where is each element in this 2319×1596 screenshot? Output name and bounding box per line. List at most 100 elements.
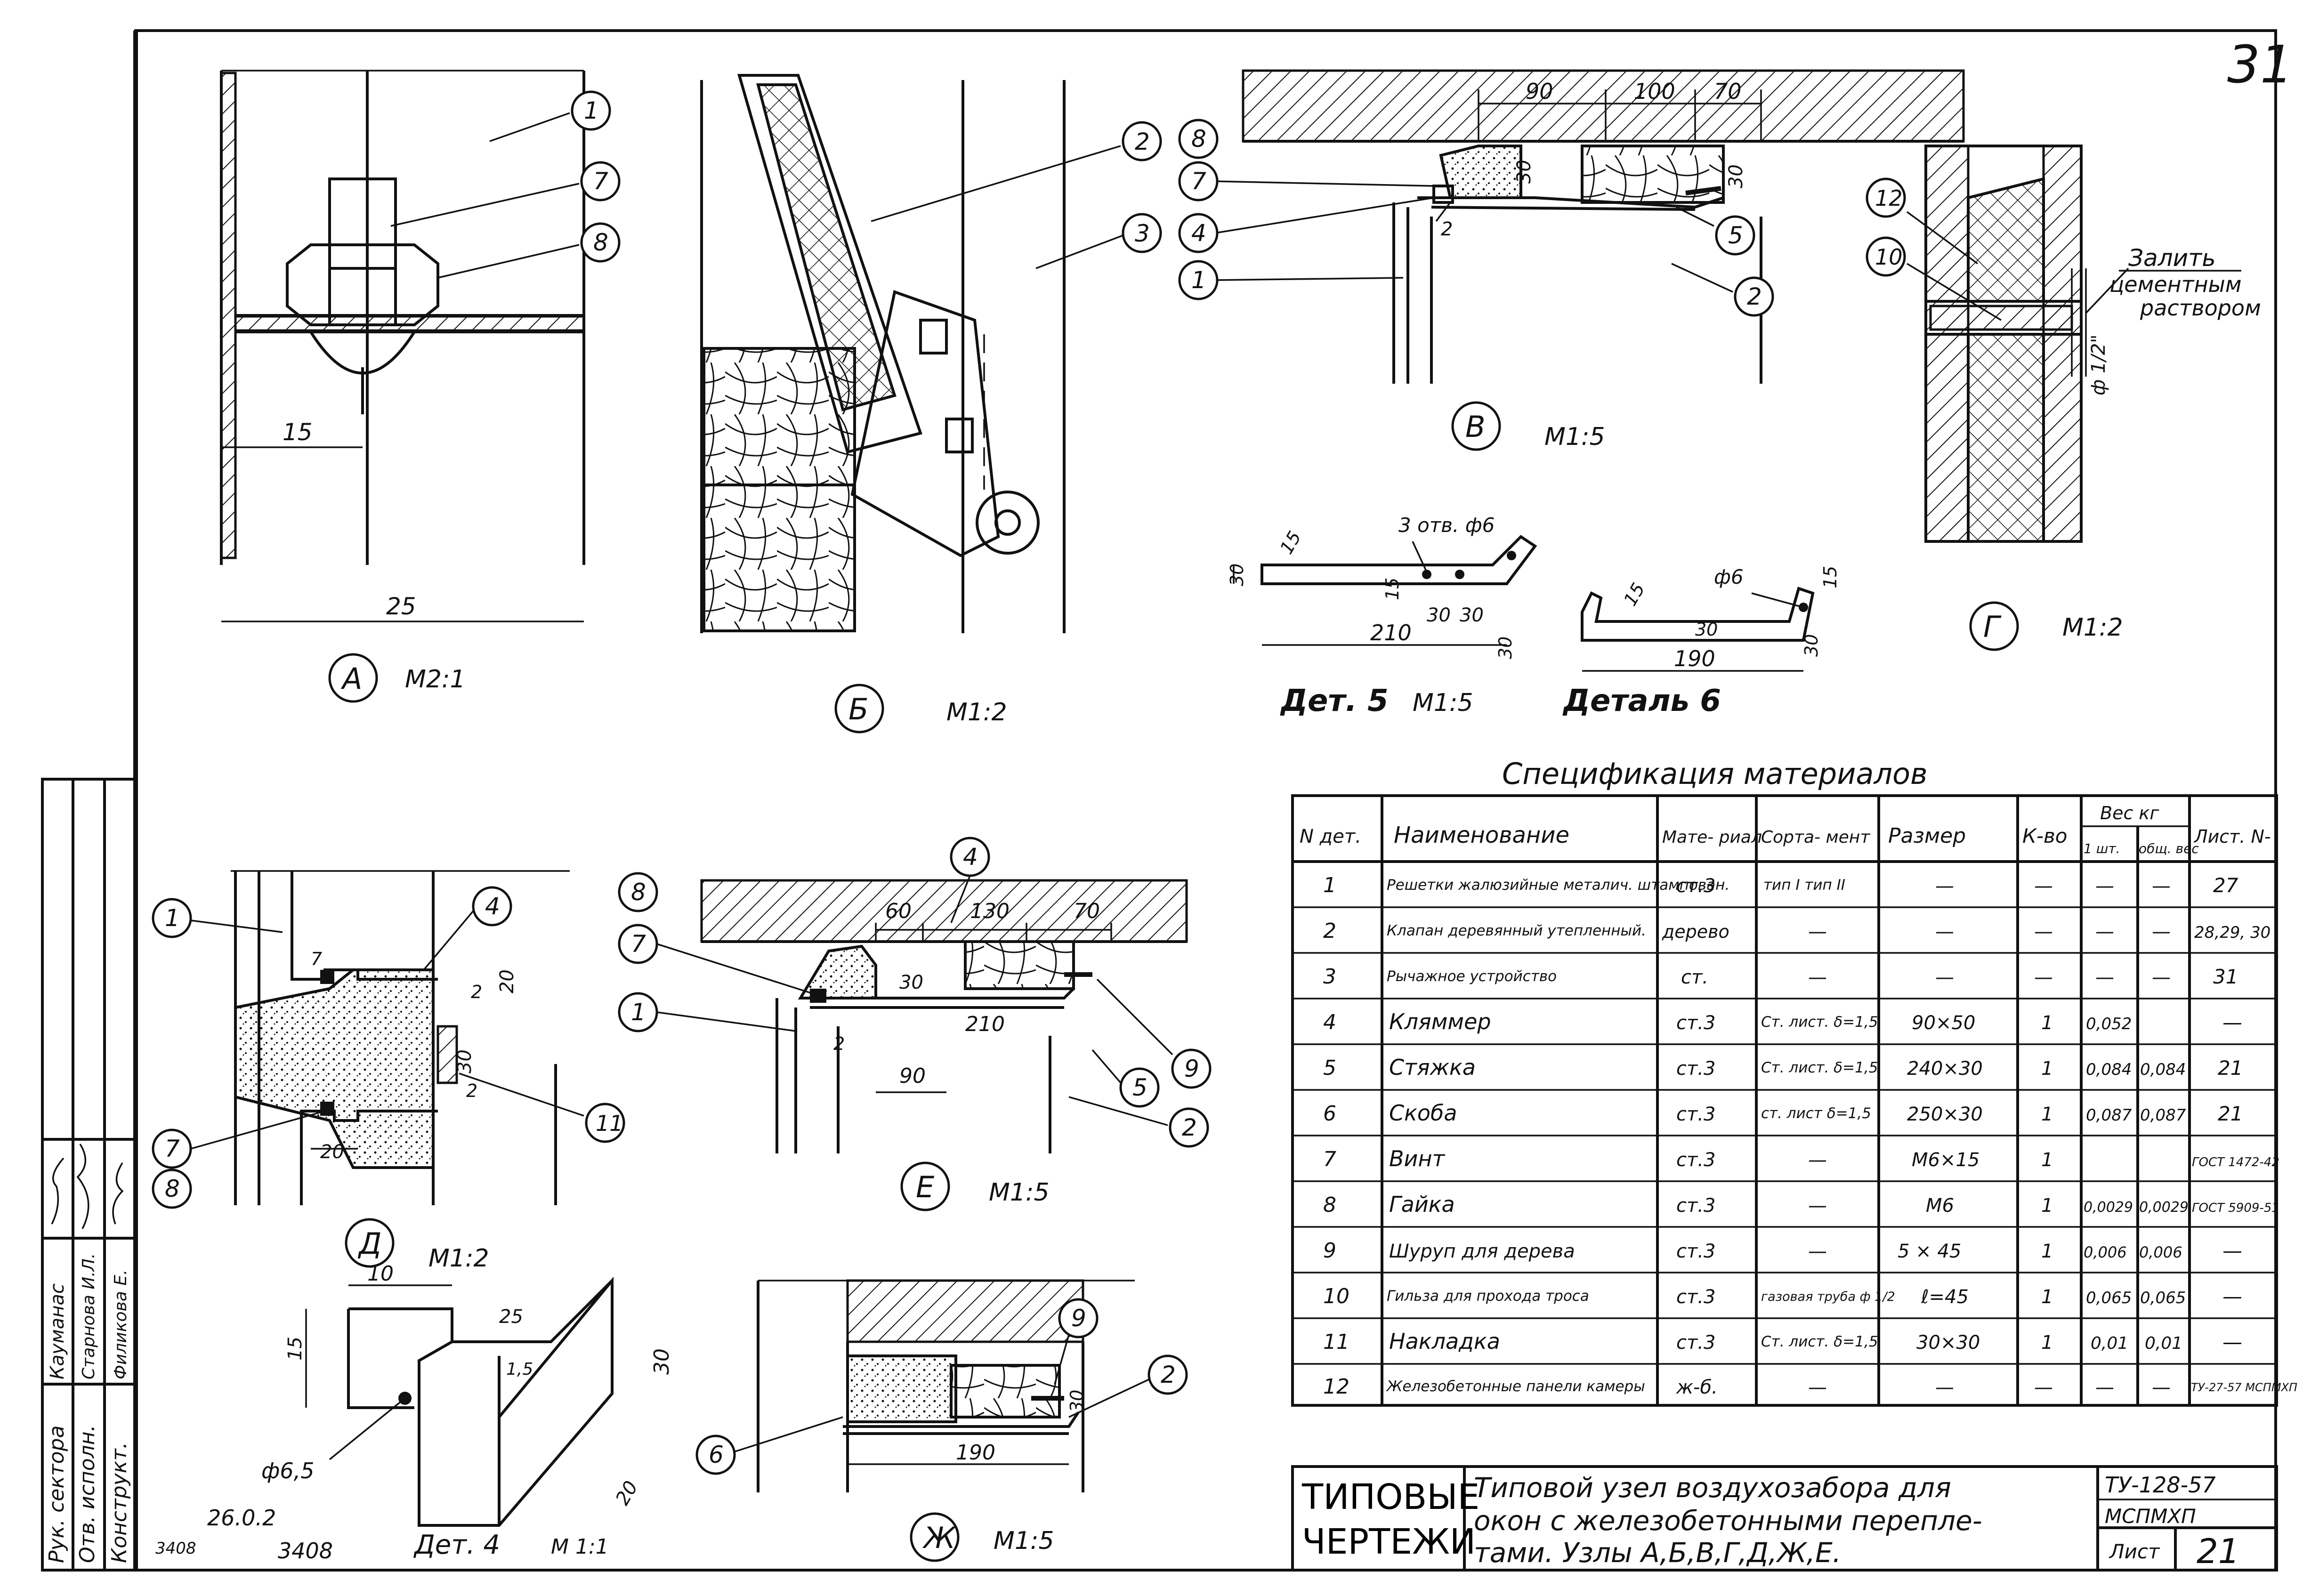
title-sheet-value: 21 — [2197, 1532, 2240, 1571]
drawing-label: 2 — [1747, 283, 1762, 310]
drawing-label: 1 — [1323, 873, 1336, 897]
drawing-label: 28,29, 30 — [2194, 923, 2271, 942]
table-row: 8 Гайка ст.3 — М6 1 0,0029 0,0029 ГОСТ 5… — [1323, 1192, 2279, 1217]
drawing-label: 30 — [1460, 605, 1484, 626]
det4-scale: М 1:1 — [551, 1535, 609, 1559]
drawing-label: 1 — [2041, 1332, 2053, 1354]
stamp-name-3: Филикова Е. — [111, 1270, 130, 1379]
title-block: ТИПОВЫЕ ЧЕРТЕЖИ Типовой узел воздухозабо… — [1291, 1465, 2278, 1572]
view-g-note-3: раствором — [2140, 295, 2261, 321]
drawing-label: ф6,5 — [261, 1458, 314, 1483]
drawing-label: 250×30 — [1907, 1104, 1983, 1125]
drawing-label: 10 — [367, 1262, 394, 1286]
drawing-label: 210 — [965, 1012, 1005, 1036]
drawing-label: 0,01 — [2091, 1334, 2128, 1353]
drawing-label: 30 — [454, 1049, 476, 1073]
drawing-label: — — [1808, 1377, 1827, 1398]
view-g: ф 1/2" 12 10 Залить цементным раствором … — [1866, 145, 2261, 651]
view-v-letter: В — [1465, 410, 1486, 444]
drawing-label: 1 — [2041, 1195, 2053, 1217]
drawing-label: 8 — [631, 879, 646, 906]
drawing-label: 20 — [320, 1141, 344, 1163]
drawing-label: — — [2152, 921, 2171, 943]
view-a: 15 25 1 7 8 А М2:1 — [220, 70, 621, 703]
table-row: 12 Железобетонные панели камеры ж-б. — —… — [1323, 1375, 2297, 1399]
drawing-label: 30 — [1725, 164, 1747, 188]
drawing-label: 2 — [833, 1033, 845, 1054]
drawing-label: ф 1/2" — [2088, 334, 2109, 395]
drawing-label: 8 — [1191, 125, 1206, 153]
drawing-label: 12 — [1323, 1375, 1349, 1399]
det4-title: Дет. 4 — [413, 1530, 500, 1560]
drawing-label: 8 — [593, 229, 608, 256]
drawing-label: Гильза для прохода троса — [1387, 1288, 1589, 1305]
drawing-label: — — [1808, 1149, 1827, 1171]
drawing-label: 31 — [2213, 965, 2238, 988]
drawing-label: 30 — [1695, 619, 1718, 640]
stamp-name-2: Старнова И.Л. — [79, 1253, 98, 1379]
drawing-label: — — [2034, 921, 2053, 943]
drawing-label: Ст. лист. δ=1,5 — [1761, 1059, 1878, 1076]
drawing-label: Гайка — [1389, 1192, 1455, 1217]
drawing-label: ГОСТ 1472-42 — [2192, 1155, 2279, 1169]
table-row: 5 Стяжка ст.3 Ст. лист. δ=1,5 240×30 1 0… — [1323, 1055, 2243, 1080]
drawing-label: — — [2095, 875, 2114, 897]
det6-drawing: ф6 15 15 30 190 30 Деталь 6 — [1562, 565, 1841, 718]
drawing-label: 7 — [1191, 168, 1206, 195]
drawing-label: Рычажное устройство — [1387, 968, 1557, 985]
drawing-label: 2 — [466, 1080, 477, 1101]
drawing-label: 0,087 — [2140, 1106, 2186, 1125]
drawing-label: 12 — [1875, 185, 1903, 211]
drawing-label: ст.3 — [1676, 1012, 1715, 1034]
drawing-label: 7 — [631, 930, 646, 958]
drawing-label: 21 — [2218, 1102, 2243, 1125]
drawing-label: 90 — [1526, 79, 1553, 104]
drawing-label: 190 — [956, 1441, 995, 1465]
drawing-label: 15 — [1820, 566, 1841, 588]
drawing-label: — — [2152, 967, 2171, 988]
drawing-label: — — [2152, 875, 2171, 897]
drawing-label: 6 — [1323, 1102, 1336, 1126]
drawing-label: 0,065 — [2140, 1289, 2186, 1307]
drawing-label: — — [2152, 1377, 2171, 1398]
table-row: 7 Винт ст.3 — М6×15 1 ГОСТ 1472-42 — [1323, 1146, 2279, 1171]
det5-drawing: 30 15 15 30 30 210 30 3 отв. ф6 Дет. 5 М… — [1227, 514, 1537, 718]
drawing-label: 0,087 — [2086, 1106, 2132, 1125]
drawing-label: 7 — [165, 1135, 180, 1162]
drawing-label: ст.3 — [1676, 1149, 1715, 1171]
drawing-label: 6 — [709, 1441, 724, 1468]
drawing-label: 30×30 — [1916, 1332, 1980, 1354]
drawing-label: ст. лист δ=1,5 — [1761, 1105, 1871, 1122]
drawing-label: — — [2222, 1330, 2242, 1354]
table-row: 11 Накладка ст.3 Ст. лист. δ=1,5 30×30 1… — [1323, 1329, 2242, 1354]
drawing-label: 1 — [631, 999, 646, 1026]
drawing-label: 0,084 — [2140, 1060, 2186, 1079]
table-row: 4 Кляммер ст.3 Ст. лист. δ=1,5 90×50 1 0… — [1323, 1009, 2242, 1034]
drawing-label: ст.3 — [1676, 1104, 1715, 1125]
drawing-label: 15 — [284, 1337, 306, 1361]
view-a-dim-25: 25 — [386, 593, 416, 620]
drawing-label: 0,0029 — [2084, 1199, 2133, 1216]
title-sheet-label: Лист — [2109, 1540, 2160, 1563]
drawing-label: 5 — [1323, 1056, 1336, 1080]
drawing-label: 3 — [1323, 965, 1336, 989]
drawing-label: Клапан деревянный утепленный. — [1387, 922, 1646, 939]
spec-header-material: Мате- риал — [1662, 828, 1762, 847]
table-row: 10 Гильза для прохода троса ст.3 газовая… — [1323, 1284, 2242, 1308]
drawing-label: — — [1808, 967, 1827, 988]
view-d: 7 2 20 30 2 20 1 4 11 7 8 Д М1:2 — [152, 870, 625, 1273]
drawing-label: 1 — [1191, 266, 1206, 294]
side-stamp: Рук. сектора Отв. исполн. Конструкт. Кау… — [41, 778, 137, 1572]
table-row: 2 Клапан деревянный утепленный. дерево —… — [1323, 919, 2271, 943]
drawing-label: — — [2034, 1377, 2053, 1398]
drawing-label: Ст. лист. δ=1,5 — [1761, 1014, 1878, 1031]
drawing-label: 2 — [1135, 128, 1150, 155]
drawing-label: ст.3 — [1676, 1241, 1715, 1262]
drawing-label: 70 — [1714, 79, 1742, 104]
view-b: 2 3 Б М1:2 — [700, 74, 1162, 734]
drawing-label: ж-б. — [1676, 1377, 1718, 1398]
drawing-label: 60 — [885, 899, 912, 923]
drawing-label: ст.3 — [1676, 1332, 1715, 1354]
drawing-label: 0,006 — [2084, 1243, 2127, 1261]
drawing-label: 100 — [1634, 79, 1675, 104]
